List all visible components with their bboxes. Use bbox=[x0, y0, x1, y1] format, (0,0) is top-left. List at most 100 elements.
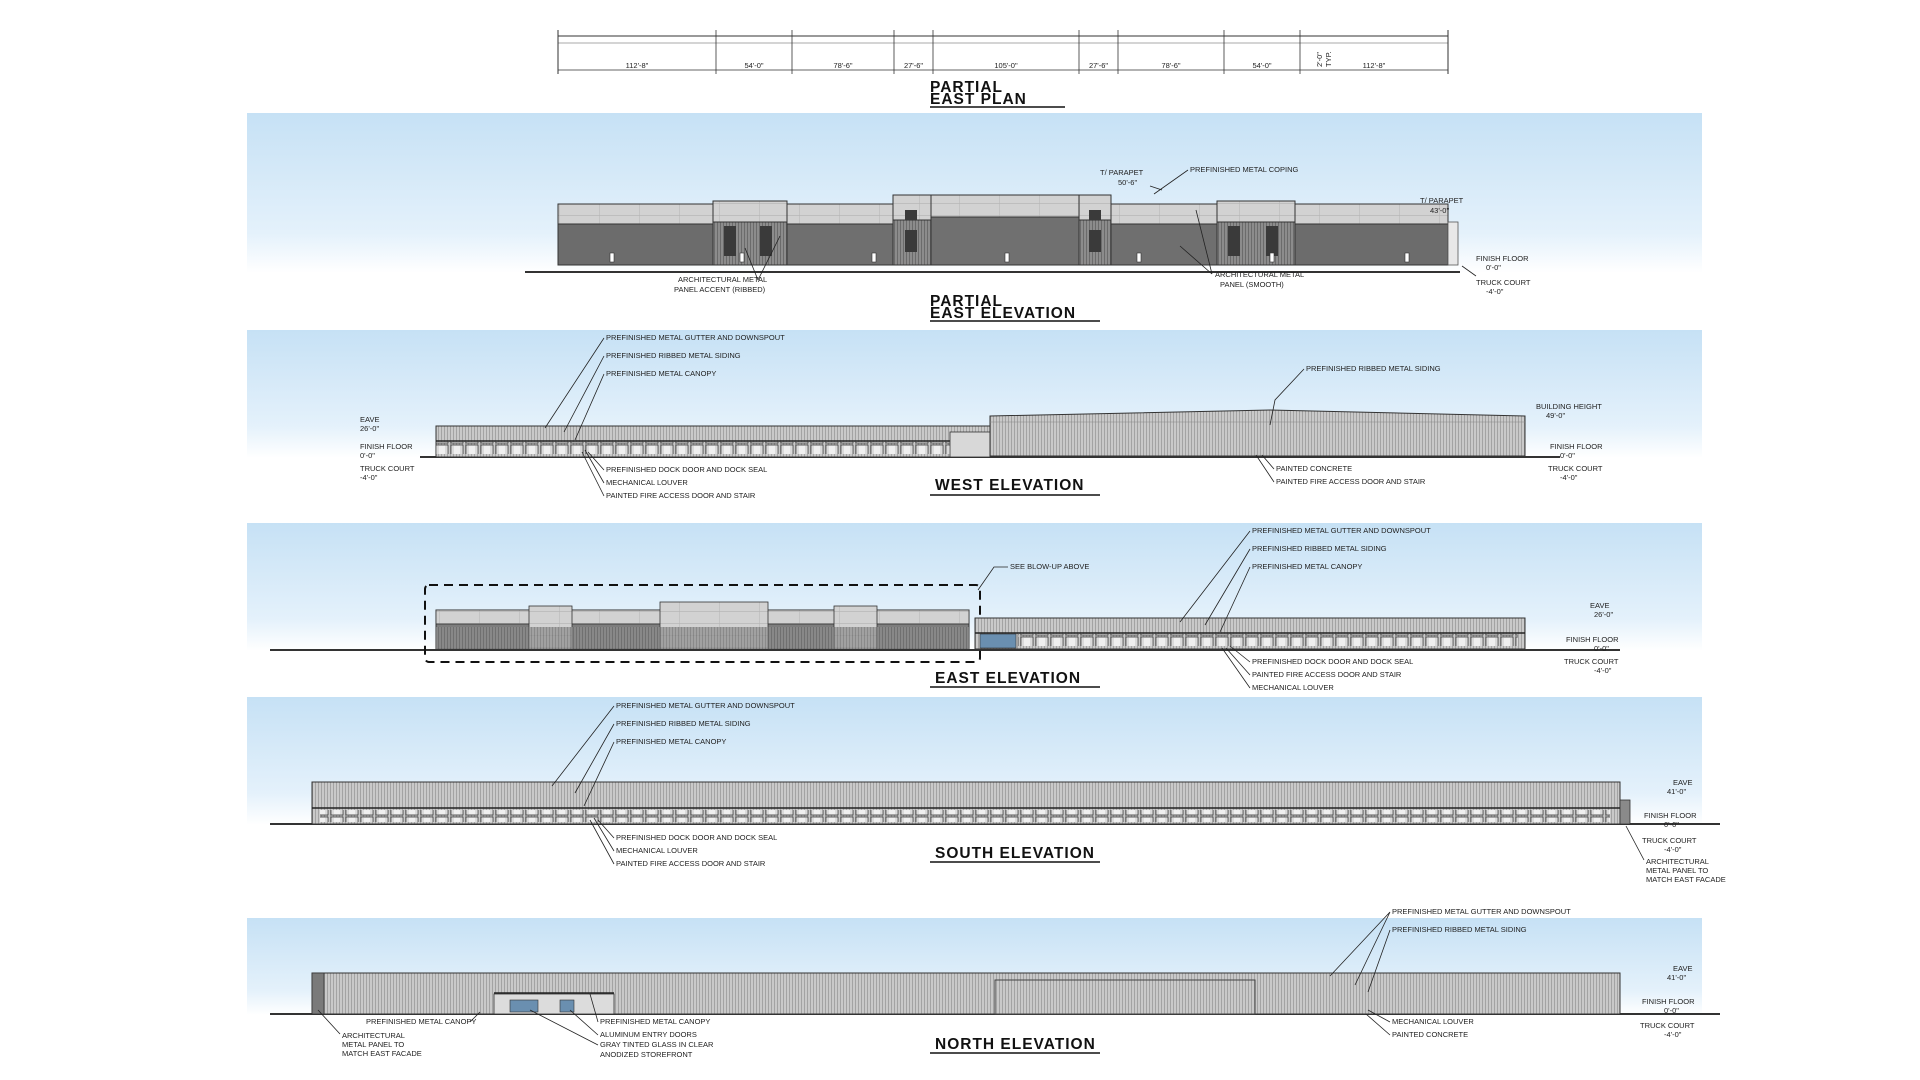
note-truck-court-right-value: -4'-0" bbox=[1560, 473, 1578, 482]
note-panel-3: MATCH EAST FACADE bbox=[342, 1049, 422, 1058]
note-canopy: PREFINISHED METAL CANOPY bbox=[616, 737, 726, 746]
fire-access-door bbox=[871, 252, 877, 263]
fire-access-door bbox=[1404, 252, 1410, 263]
note-fire-right: PAINTED FIRE ACCESS DOOR AND STAIR bbox=[1276, 477, 1426, 486]
note-concrete: PAINTED CONCRETE bbox=[1276, 464, 1352, 473]
note-eave-value: 41'-0" bbox=[1667, 973, 1686, 982]
note-glass-2: ANODIZED STOREFRONT bbox=[600, 1050, 693, 1059]
dock-doors-row bbox=[1018, 634, 1518, 646]
note-finish-floor-right: FINISH FLOOR bbox=[1550, 442, 1603, 451]
note-dock: PREFINISHED DOCK DOOR AND DOCK SEAL bbox=[616, 833, 777, 842]
note-finish-floor-value: 0'-0" bbox=[1594, 644, 1609, 653]
note-finish-floor: FINISH FLOOR bbox=[360, 442, 413, 451]
note-blowup: SEE BLOW-UP ABOVE bbox=[1010, 562, 1089, 571]
note-building-height: BUILDING HEIGHT bbox=[1536, 402, 1602, 411]
leader-line bbox=[1255, 454, 1275, 483]
storefront-glazing bbox=[509, 999, 539, 1013]
note-smooth-panel: ARCHITECTURAL METAL bbox=[1215, 270, 1304, 279]
note-eave: EAVE bbox=[1673, 964, 1692, 973]
note-eave: EAVE bbox=[1590, 601, 1609, 610]
fire-access-door bbox=[739, 252, 745, 263]
note-truck-court: TRUCK COURT bbox=[360, 464, 415, 473]
note-fire: PAINTED FIRE ACCESS DOOR AND STAIR bbox=[1252, 670, 1402, 679]
tall-warehouse-wall bbox=[989, 409, 1526, 457]
west-elevation: PREFINISHED METAL GUTTER AND DOWNSPOUT P… bbox=[247, 330, 1702, 500]
plan-typ-dimension: 2'-0" bbox=[1315, 52, 1324, 67]
note-truck-court: TRUCK COURT bbox=[1640, 1021, 1695, 1030]
mechanical-louver bbox=[1089, 210, 1101, 220]
leader-line bbox=[581, 449, 605, 497]
note-finish-floor: FINISH FLOOR bbox=[1642, 997, 1695, 1006]
note-coping: PREFINISHED METAL COPING bbox=[1190, 165, 1299, 174]
plan-dimension-label: 78'-6" bbox=[1161, 61, 1180, 70]
note-siding: PREFINISHED RIBBED METAL SIDING bbox=[606, 351, 741, 360]
leader-line bbox=[1179, 209, 1213, 275]
note-concrete: PAINTED CONCRETE bbox=[1392, 1030, 1468, 1039]
leader-line bbox=[551, 705, 615, 807]
connector-wall bbox=[949, 431, 991, 458]
plan-dimension-label: 112'-8" bbox=[626, 61, 649, 70]
note-canopy-left: PREFINISHED METAL CANOPY bbox=[366, 1017, 476, 1026]
note-louver: MECHANICAL LOUVER bbox=[1392, 1017, 1474, 1026]
plan-dimension-ticks bbox=[557, 30, 1449, 74]
plan-dimension-label: 54'-0" bbox=[1252, 61, 1271, 70]
note-eave: EAVE bbox=[1673, 778, 1692, 787]
note-eave-value: 41'-0" bbox=[1667, 787, 1686, 796]
leader-line bbox=[1329, 911, 1391, 993]
end-panel bbox=[311, 972, 325, 1015]
note-siding: PREFINISHED RIBBED METAL SIDING bbox=[1392, 925, 1527, 934]
plan-dimension-label: 105'-0" bbox=[994, 61, 1018, 70]
plan-dimension-label: 27'-6" bbox=[1089, 61, 1108, 70]
note-finish-floor-value: 0'-0" bbox=[1664, 1006, 1679, 1015]
plan-title-line-2: EAST PLAN bbox=[930, 91, 1027, 108]
note-gutter: PREFINISHED METAL GUTTER AND DOWNSPOUT bbox=[616, 701, 795, 710]
note-parapet-high: T/ PARAPET bbox=[1100, 168, 1144, 177]
note-truck-court-value: -4'-0" bbox=[1664, 1030, 1682, 1039]
mechanical-louver bbox=[1228, 226, 1240, 256]
note-finish-floor-value: 0'-0" bbox=[1664, 820, 1679, 829]
mechanical-louver bbox=[905, 230, 917, 252]
partial-east-elevation-title-2: EAST ELEVATION bbox=[930, 305, 1076, 322]
storefront-glazing bbox=[979, 633, 1017, 649]
note-glass-1: GRAY TINTED GLASS IN CLEAR bbox=[600, 1040, 714, 1049]
note-gutter: PREFINISHED METAL GUTTER AND DOWNSPOUT bbox=[1392, 907, 1571, 916]
note-panel-2: METAL PANEL TO bbox=[1646, 866, 1708, 875]
leader-line bbox=[469, 1011, 481, 1023]
dock-doors-row bbox=[436, 442, 990, 454]
note-canopy-mid: PREFINISHED METAL CANOPY bbox=[600, 1017, 710, 1026]
plan-typ-label: TYP. bbox=[1324, 51, 1333, 67]
note-louver: MECHANICAL LOUVER bbox=[606, 478, 688, 487]
leader-line bbox=[1365, 1009, 1391, 1036]
dock-doors-row bbox=[320, 810, 1610, 822]
south-elevation-title: SOUTH ELEVATION bbox=[935, 845, 1095, 862]
south-elevation: PREFINISHED METAL GUTTER AND DOWNSPOUT P… bbox=[247, 697, 1726, 884]
note-building-height-value: 49'-0" bbox=[1546, 411, 1565, 420]
note-panel-3: MATCH EAST FACADE bbox=[1646, 875, 1726, 884]
note-siding-right: PREFINISHED RIBBED METAL SIDING bbox=[1306, 364, 1441, 373]
note-eave: EAVE bbox=[360, 415, 379, 424]
note-ribbed-accent-2: PANEL ACCENT (RIBBED) bbox=[674, 285, 766, 294]
upper-panel bbox=[557, 203, 714, 225]
note-eave-value: 26'-0" bbox=[360, 424, 379, 433]
note-entry-doors: ALUMINUM ENTRY DOORS bbox=[600, 1030, 697, 1039]
plan-dimension-label: 112'-8" bbox=[1363, 61, 1386, 70]
plan-dimension-label: 54'-0" bbox=[744, 61, 763, 70]
upper-panel bbox=[1294, 203, 1449, 225]
note-panel-2: METAL PANEL TO bbox=[342, 1040, 404, 1049]
office-lower-ribs bbox=[436, 627, 969, 649]
note-smooth-panel-2: PANEL (SMOOTH) bbox=[1220, 280, 1284, 289]
aluminum-entry-doors bbox=[559, 999, 575, 1013]
note-louver: MECHANICAL LOUVER bbox=[616, 846, 698, 855]
partial-east-plan: 112'-8"54'-0"78'-6"27'-6"105'-0"27'-6"78… bbox=[557, 30, 1449, 108]
north-elevation-title: NORTH ELEVATION bbox=[935, 1036, 1096, 1053]
leader-line bbox=[977, 566, 1008, 591]
mechanical-louver bbox=[760, 226, 772, 256]
leader-line bbox=[744, 235, 781, 281]
note-truck-court-value: -4'-0" bbox=[1594, 666, 1612, 675]
note-panel-1: ARCHITECTURAL bbox=[342, 1031, 405, 1040]
fire-access-door bbox=[1269, 252, 1275, 263]
fire-access-door bbox=[1004, 252, 1010, 263]
plan-dimensions: 112'-8"54'-0"78'-6"27'-6"105'-0"27'-6"78… bbox=[626, 61, 1386, 70]
fire-access-door bbox=[609, 252, 615, 263]
